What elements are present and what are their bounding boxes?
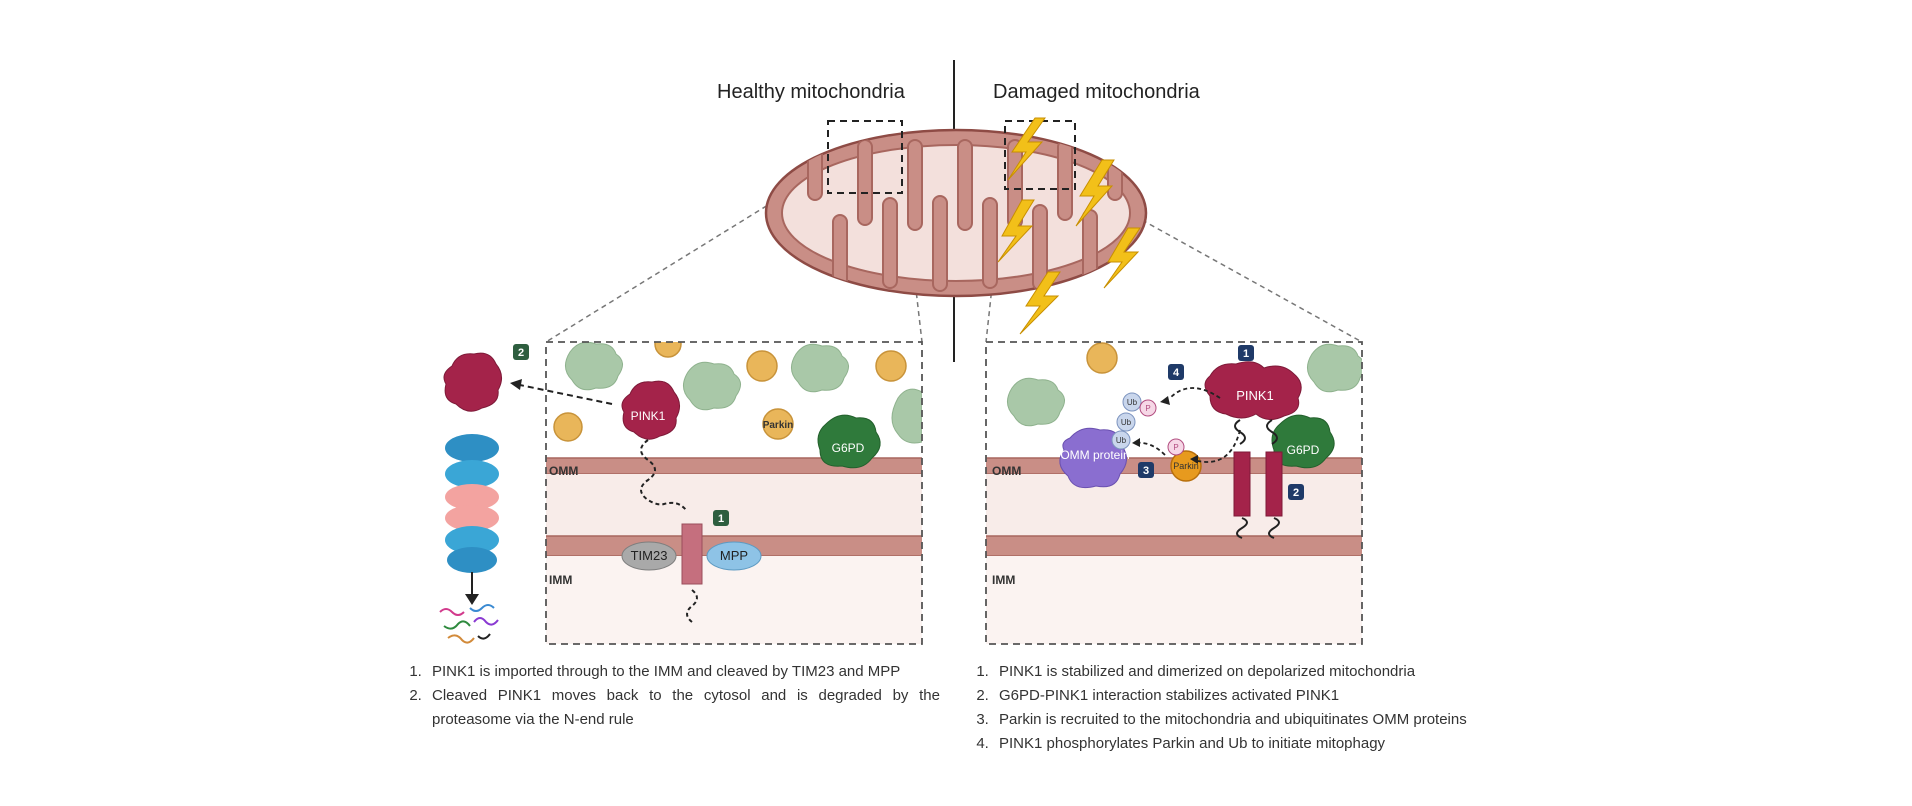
ub-label: Ub [1121, 418, 1132, 427]
healthy-steps-legend: PINK1 is imported through to the IMM and… [408, 660, 940, 732]
badge-healthy-1-label: 1 [718, 513, 724, 525]
g6pd-icon [817, 414, 881, 469]
badge-damaged-4 [1168, 364, 1184, 380]
g6pd-label: G6PD [832, 441, 865, 455]
ub-label: Ub [1116, 436, 1127, 445]
badge-damaged-4-label: 4 [1173, 367, 1180, 379]
tim23-icon [621, 541, 677, 571]
parkin-icon [1086, 342, 1118, 374]
parkin-label: Parkin [1173, 461, 1199, 471]
pink1-icon [621, 380, 680, 440]
pink1-dimer-icon [1204, 361, 1302, 420]
mpp-icon [706, 541, 762, 571]
pink1-transmembrane [1233, 451, 1251, 517]
healthy-zoom-panel: Parkin OMM IMM G6PD PINK1 TIM23 MPP [545, 341, 923, 645]
badge-damaged-3-label: 3 [1143, 465, 1149, 477]
imm-label: IMM [992, 573, 1015, 587]
badge-damaged-1 [1238, 345, 1254, 361]
cleaved-pink1-icon [443, 352, 502, 412]
lightning-icon [997, 117, 1141, 335]
omm-protein-label: OMM protein [1060, 448, 1129, 462]
damaged-steps-legend: PINK1 is stabilized and dimerized on dep… [975, 660, 1575, 756]
badge-damaged-3 [1138, 462, 1154, 478]
peptide-fragments-icon [439, 604, 499, 644]
import-channel [681, 523, 703, 585]
title-damaged: Damaged mitochondria [993, 81, 1201, 103]
export-arrow [519, 384, 613, 405]
phospho-label: P [1145, 404, 1150, 413]
mpp-label: MPP [720, 548, 748, 563]
healthy-step: Cleaved PINK1 moves back to the cytosol … [426, 684, 940, 732]
omm-label: OMM [992, 464, 1021, 478]
tim23-label: TIM23 [631, 548, 668, 563]
g6pd-label: G6PD [1287, 443, 1320, 457]
pink1-label: PINK1 [631, 409, 666, 423]
pink1-label: PINK1 [1236, 388, 1274, 403]
badge-healthy-2 [513, 344, 529, 360]
badge-healthy-2-label: 2 [518, 347, 524, 359]
damaged-zoom-panel: OMM IMM G6PD PINK1 OMM protein [985, 341, 1363, 645]
cytosolic-protein-icon [1007, 343, 1362, 427]
damaged-step: PINK1 is stabilized and dimerized on dep… [993, 660, 1575, 684]
g6pd-icon [1271, 414, 1335, 469]
phospho-label: P [1173, 443, 1178, 452]
healthy-step: PINK1 is imported through to the IMM and… [426, 660, 940, 684]
damaged-step: PINK1 phosphorylates Parkin and Ub to in… [993, 732, 1575, 756]
badge-damaged-2 [1288, 484, 1304, 500]
omm-label: OMM [549, 464, 578, 478]
badge-damaged-1-label: 1 [1243, 348, 1249, 360]
healthy-steps-list: PINK1 is imported through to the IMM and… [408, 660, 940, 732]
zoom-box-damaged [1004, 120, 1076, 190]
cytosolic-protein-icon [565, 342, 922, 444]
proteasome-icon [445, 434, 499, 573]
badge-damaged-2-label: 2 [1293, 487, 1299, 499]
damaged-steps-list: PINK1 is stabilized and dimerized on dep… [975, 660, 1575, 756]
parkin-label: Parkin [763, 420, 794, 431]
zoom-box-healthy [827, 120, 903, 194]
ubiquitin-chain-icon [1111, 392, 1157, 450]
pink1-tail [640, 439, 687, 511]
ub-label: Ub [1127, 398, 1138, 407]
omm-protein-label-line: OMM protein [1060, 448, 1129, 462]
damaged-step: G6PD-PINK1 interaction stabilizes activa… [993, 684, 1575, 708]
mitochondrion [764, 128, 1148, 298]
title-healthy: Healthy mitochondria [717, 81, 906, 103]
omm-protein-icon [1059, 427, 1127, 489]
imm-label: IMM [549, 573, 572, 587]
damaged-step: Parkin is recruited to the mitochondria … [993, 708, 1575, 732]
parkin-icon [553, 342, 907, 442]
badge-healthy-1 [713, 510, 729, 526]
pink1-transmembrane [1265, 451, 1283, 517]
